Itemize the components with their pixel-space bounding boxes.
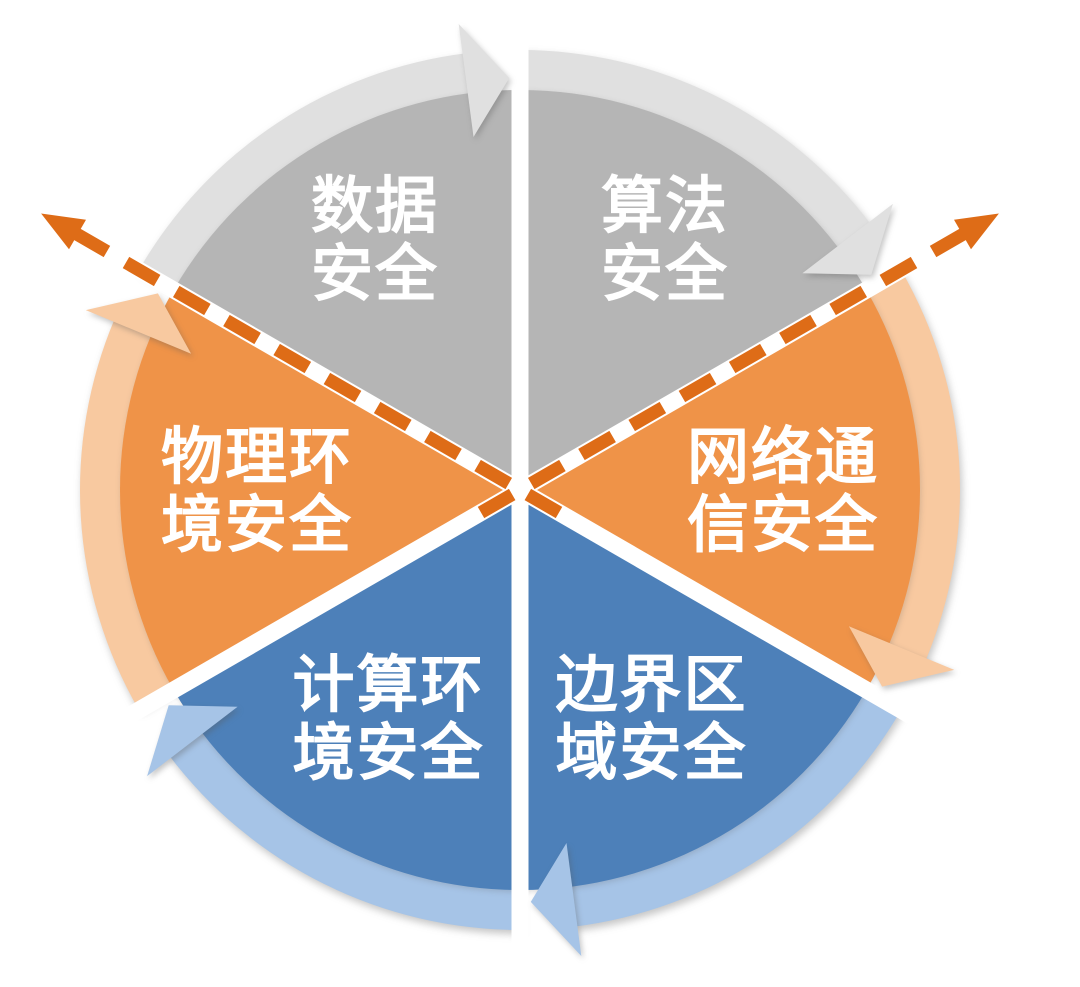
segment-computing-environment-security-label-line-2: 境安全	[292, 719, 484, 788]
segment-boundary-area-security-label-line-2: 域安全	[555, 719, 747, 788]
wedges-layer	[120, 90, 920, 890]
segment-algorithm-security-wedge	[520, 90, 867, 490]
segment-gap-separator-120	[515, 482, 920, 726]
segment-network-communication-security-label-line-2: 信安全	[687, 491, 879, 560]
segment-physical-environment-security-swoosh-band	[79, 318, 178, 710]
segment-algorithm-security-label-line-2: 安全	[601, 240, 729, 309]
dashed-arrow-upper-left	[41, 213, 563, 519]
dashed-arrow-upper-left-head	[41, 213, 86, 250]
segment-network-communication-security-label-line-1: 网络通	[687, 423, 879, 492]
dashed-arrow-upper-right-head	[954, 213, 999, 250]
dashed-arrows-layer	[41, 213, 999, 519]
dashed-arrow-upper-right-line	[477, 226, 970, 519]
segment-computing-environment-security-wedge	[173, 490, 520, 890]
segment-physical-environment-security-swoosh-arrowhead	[85, 293, 192, 354]
segment-physical-environment-security-label-line-1: 物理环	[161, 423, 353, 492]
segment-network-communication-security-wedge	[520, 290, 920, 690]
segment-computing-environment-security-swoosh-arrowhead	[147, 705, 238, 777]
segment-network-communication-security-swoosh-arrowhead	[848, 626, 955, 687]
swoosh-arrowheads-layer	[85, 24, 955, 956]
dashed-arrow-upper-left-line	[70, 226, 563, 519]
segment-data-security-label-line-1: 数据	[311, 172, 439, 241]
segment-network-communication-security-swoosh-band	[862, 270, 961, 662]
segment-boundary-area-security-wedge	[520, 490, 867, 890]
segment-data-security-swoosh-arrowhead	[458, 24, 510, 137]
segment-algorithm-security-label-line-1: 算法	[601, 172, 729, 241]
segment-gap-separator-240	[120, 482, 525, 726]
segment-data-security-wedge	[173, 90, 520, 490]
segment-boundary-area-security-swoosh-arrowhead	[530, 843, 582, 956]
segment-boundary-area-security-label-line-1: 边界区	[555, 651, 747, 720]
dashed-arrow-upper-right	[477, 213, 999, 519]
segment-algorithm-security-swoosh-arrowhead	[802, 203, 893, 275]
segment-physical-environment-security-wedge	[120, 290, 521, 690]
segment-physical-environment-security-label-line-2: 境安全	[161, 491, 353, 560]
segment-data-security-label-line-2: 安全	[311, 240, 439, 309]
segment-computing-environment-security-label-line-1: 计算环	[292, 651, 484, 720]
labels-layer: 算法 安全 网络通 信安全 边界区 域安全 计算环 境安全 物理环 境安全 数据…	[161, 172, 879, 788]
